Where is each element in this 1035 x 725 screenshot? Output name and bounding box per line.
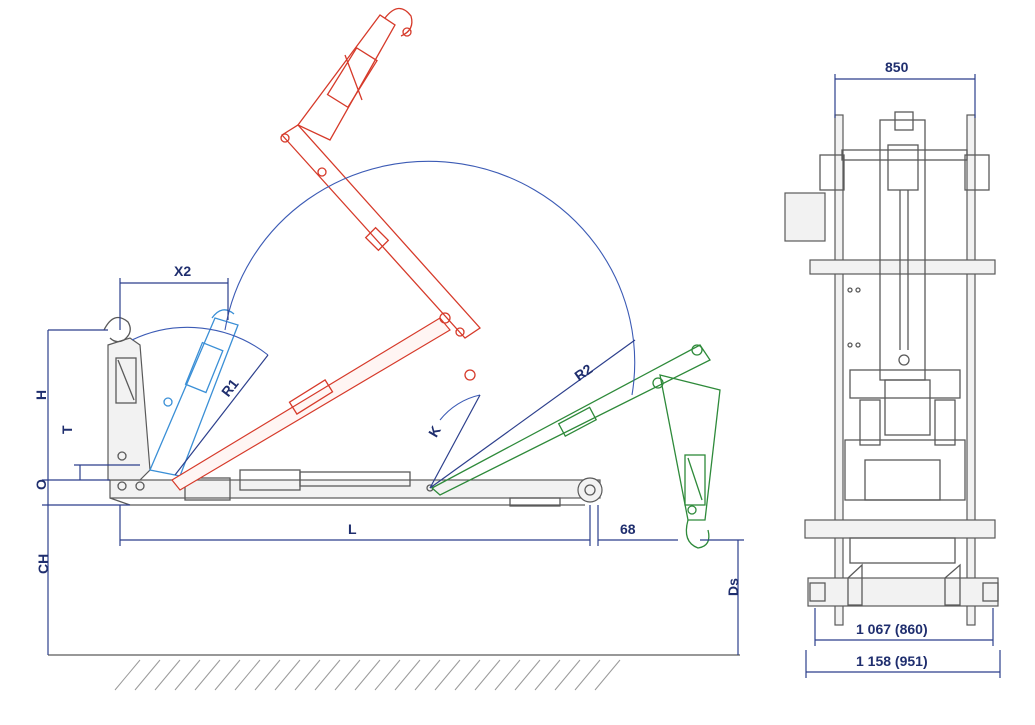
label-1067: 1 067 (860) [856, 621, 928, 637]
label-1158: 1 158 (951) [856, 653, 928, 669]
label-k: K [425, 423, 444, 440]
hook-arm-partial [149, 309, 239, 477]
label-o: O [33, 479, 49, 490]
side-dimensions [42, 278, 744, 655]
label-ch: CH [35, 554, 51, 574]
lift-arc [131, 160, 636, 421]
side-view-subframe [109, 469, 603, 507]
hook-arm-tipped [430, 344, 721, 549]
ground-hatching [114, 659, 621, 691]
ground [48, 654, 740, 691]
label-x2: X2 [174, 263, 191, 279]
label-r2: R2 [571, 360, 595, 383]
rear-dimensions [805, 74, 1001, 678]
hook-arm-raised [171, 7, 481, 491]
label-h: H [33, 390, 49, 400]
label-850: 850 [885, 59, 909, 75]
label-t: T [59, 425, 75, 434]
hook-arm-rest [103, 316, 151, 481]
label-l: L [348, 521, 357, 537]
radius-lines [174, 339, 636, 489]
label-ds: Ds [725, 578, 741, 596]
label-68: 68 [620, 521, 636, 537]
rear-view [784, 111, 999, 626]
label-r1: R1 [218, 376, 242, 400]
